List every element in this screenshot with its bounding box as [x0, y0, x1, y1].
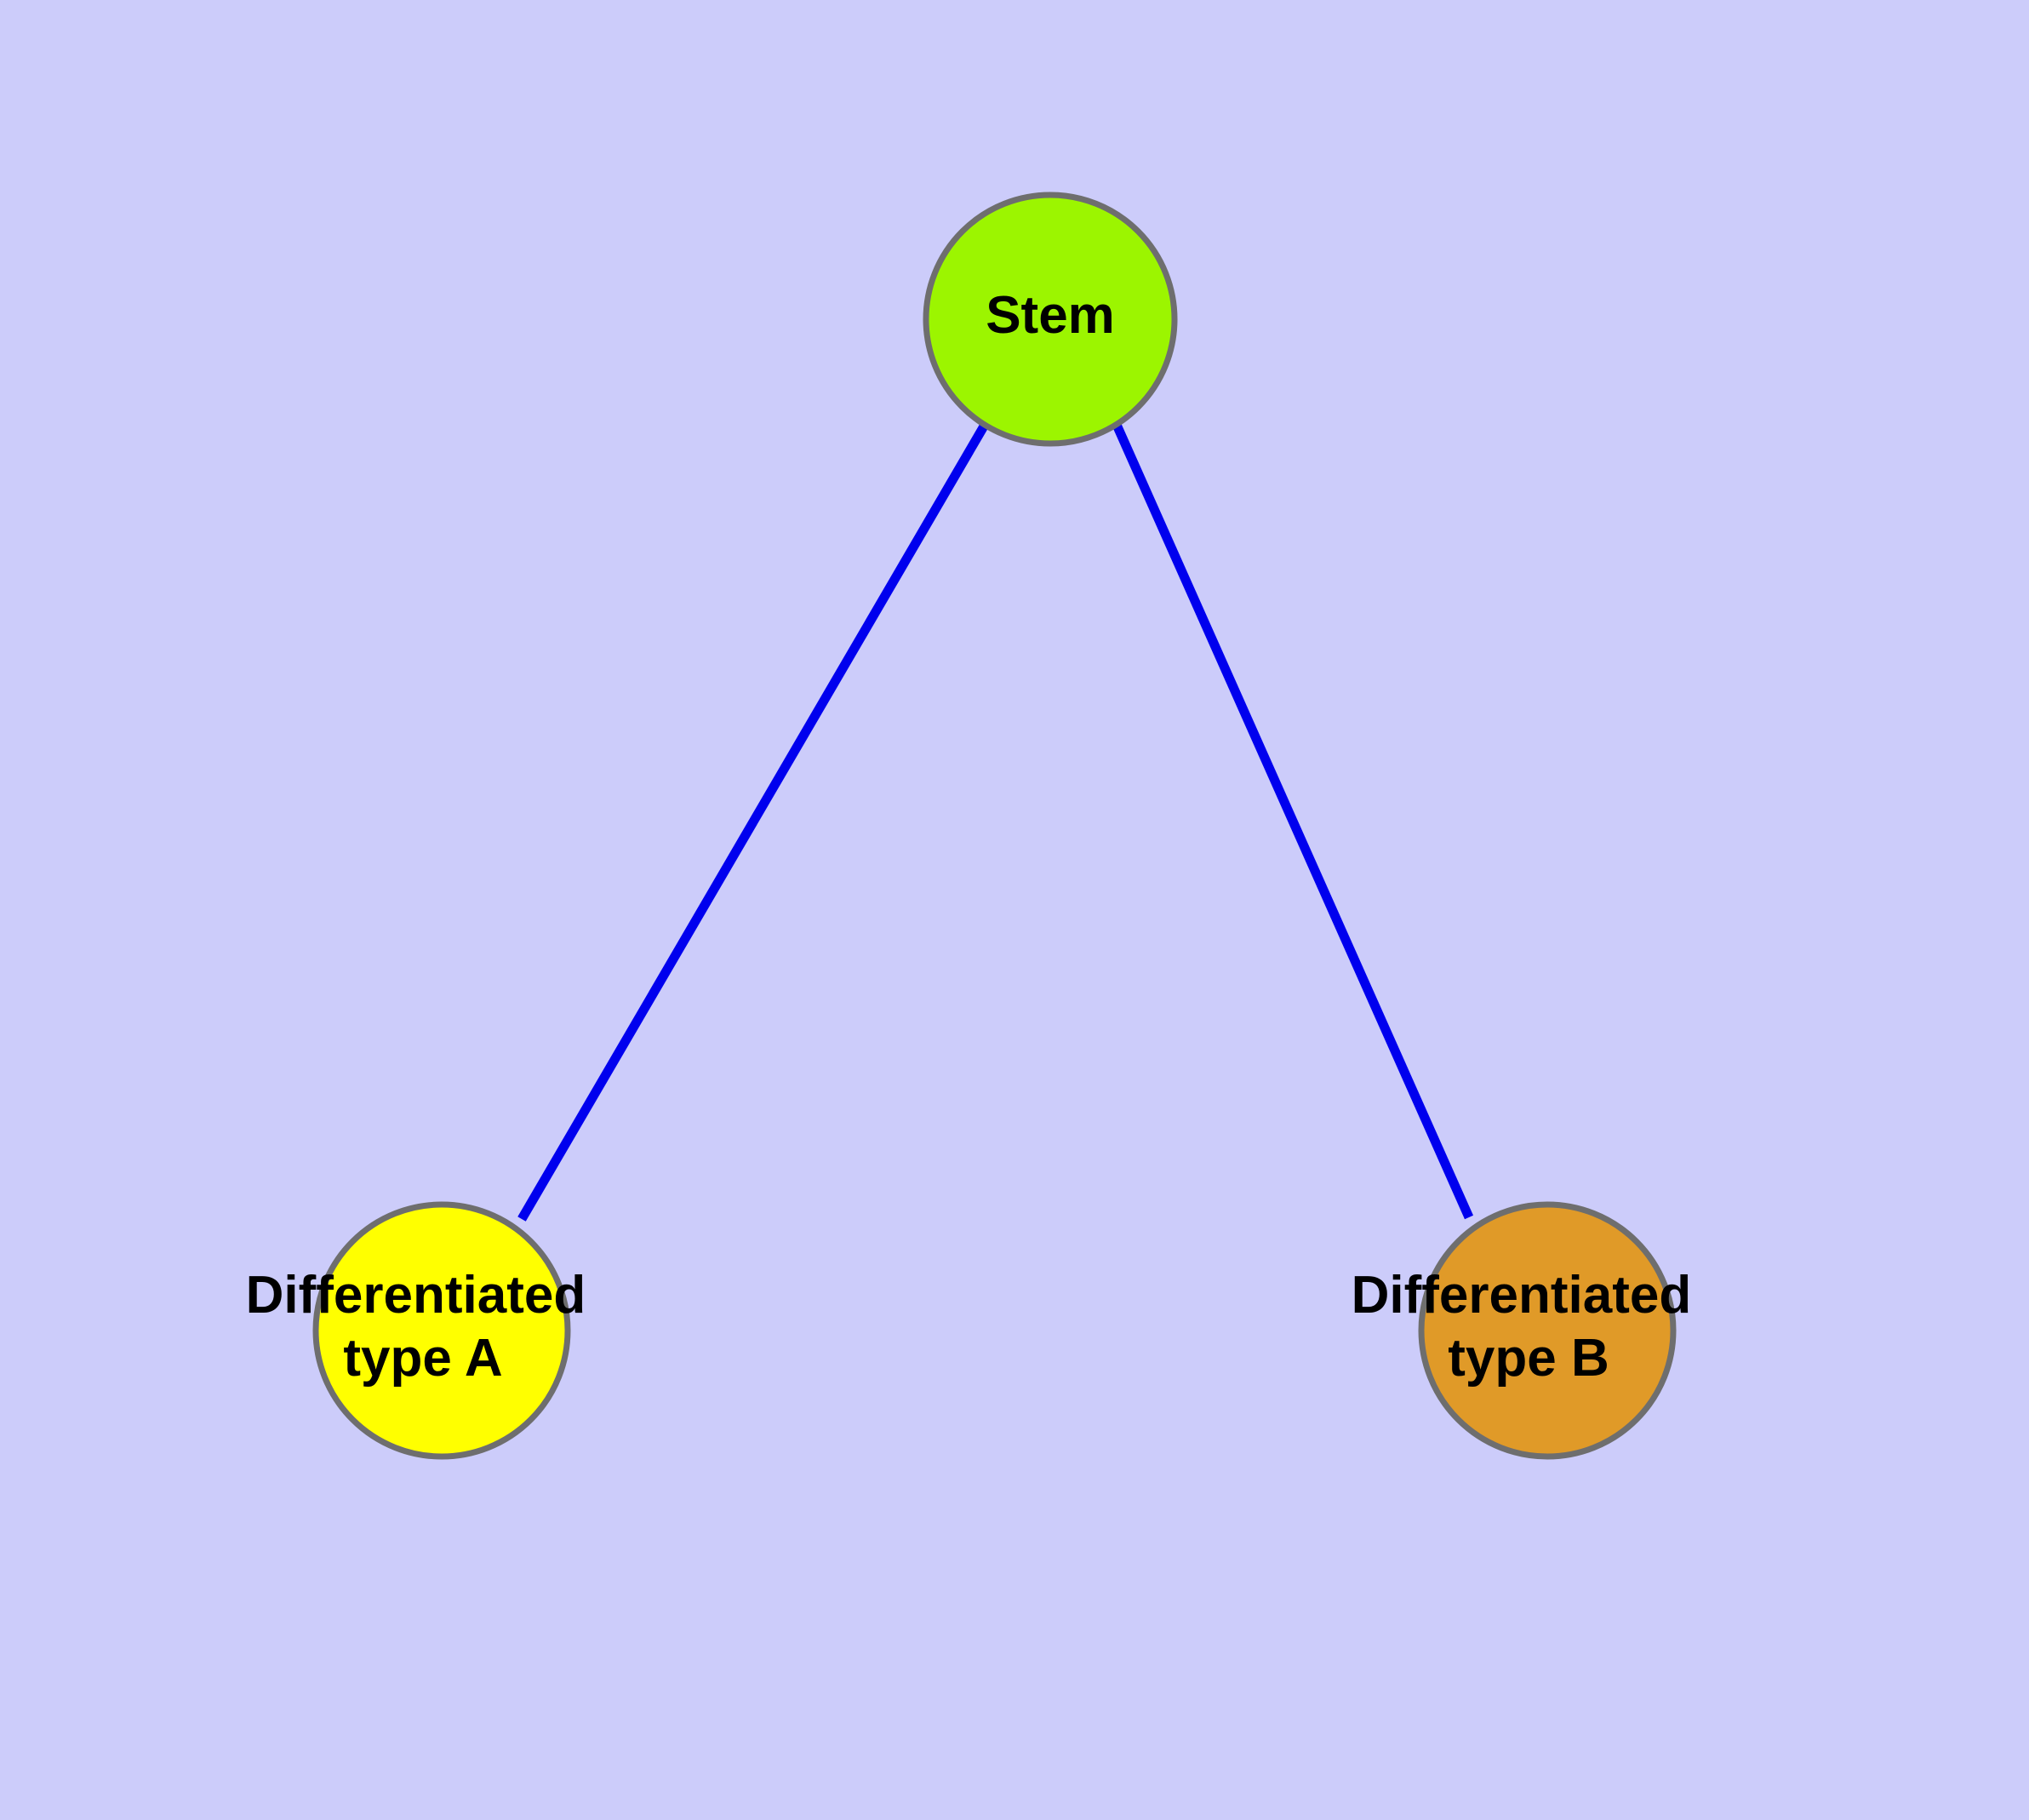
- node-label-differentiated-type-b: Differentiated type B: [1352, 1266, 1706, 1388]
- nodes-group: [312, 192, 1677, 1460]
- edge-stem-to-type-a: [517, 422, 989, 1222]
- node-label-type-b-line1: Differentiated: [1352, 1266, 1692, 1325]
- node-label-type-a-line1: Differentiated: [246, 1266, 586, 1325]
- edges-group: [517, 422, 1474, 1222]
- edge-stem-to-type-b: [1112, 422, 1474, 1220]
- node-differentiated-type-b[interactable]: [1418, 1201, 1677, 1460]
- node-label-stem-line1: Stem: [986, 286, 1115, 345]
- node-label-differentiated-type-a: Differentiated type A: [246, 1266, 601, 1388]
- node-label-type-a-line2: type A: [343, 1330, 502, 1388]
- node-label-stem: Stem: [986, 286, 1115, 345]
- node-label-type-b-line2: type B: [1448, 1330, 1609, 1388]
- node-differentiated-type-a[interactable]: [312, 1201, 571, 1460]
- labels-group: Stem Differentiated type A Differentiate…: [246, 286, 1706, 1388]
- node-stem[interactable]: [923, 192, 1178, 447]
